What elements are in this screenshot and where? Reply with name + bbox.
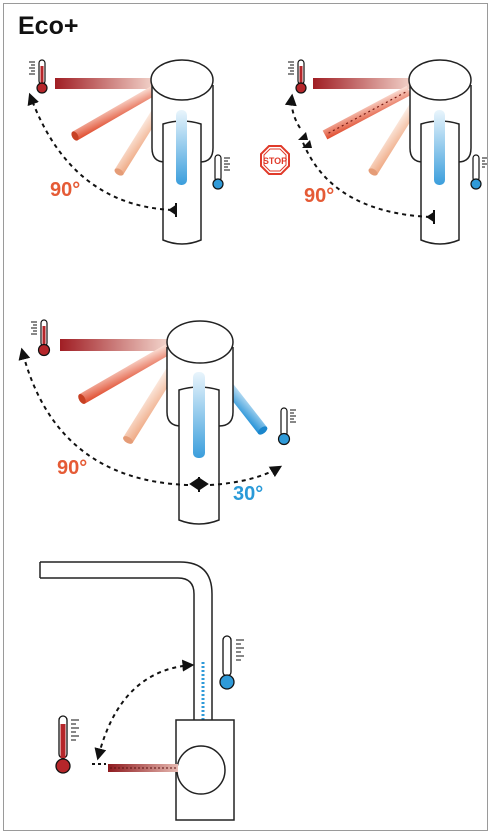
side-lever	[108, 764, 178, 772]
angle-label: 90°	[50, 179, 80, 201]
blocked-lever	[322, 85, 412, 140]
hot-thermometer-icon	[55, 715, 79, 774]
panel-2: STOP 90°	[260, 59, 487, 245]
center-stop-mark	[426, 210, 435, 224]
pale-lever	[123, 360, 181, 444]
center-stop-mark	[168, 203, 177, 217]
hot-thermometer-icon	[29, 59, 48, 94]
faucet-base	[175, 719, 235, 821]
angle-label: 90°	[304, 185, 334, 207]
hot-lever	[55, 78, 155, 89]
cold-thermometer-icon	[277, 407, 296, 446]
panel-4	[39, 561, 244, 821]
diagram-frame	[3, 3, 488, 831]
hot-rotation-arc	[18, 347, 189, 486]
faucet-body	[166, 320, 234, 525]
hot-thermometer-icon	[288, 59, 307, 94]
hot-lever	[313, 78, 413, 89]
cold-thermometer-icon	[212, 154, 230, 190]
faucet-body	[408, 59, 472, 245]
hot-angle-label: 90°	[57, 457, 87, 479]
hot-lever	[60, 339, 168, 351]
hot-thermometer-icon	[31, 319, 51, 357]
cold-thermometer-icon	[219, 635, 244, 690]
stop-sign-icon: STOP	[260, 145, 290, 175]
rotation-arc	[27, 92, 173, 211]
spout	[39, 561, 213, 742]
panel-3: 90° 30°	[18, 319, 296, 525]
page-title: Eco+	[18, 12, 79, 40]
cold-thermometer-icon	[470, 154, 487, 190]
cold-angle-label: 30°	[233, 483, 263, 505]
detent-mark	[298, 132, 312, 148]
warm-lever	[71, 84, 160, 141]
center-stop-mark	[189, 477, 209, 492]
faucet-body	[150, 59, 214, 245]
return-arc	[284, 93, 301, 129]
stop-label: STOP	[263, 156, 287, 166]
pale-lever	[368, 99, 421, 176]
warm-lever	[78, 344, 172, 404]
rotation-arc	[94, 659, 195, 761]
panel-1: 90°	[27, 59, 230, 245]
cold-rotation-arc	[209, 465, 283, 486]
